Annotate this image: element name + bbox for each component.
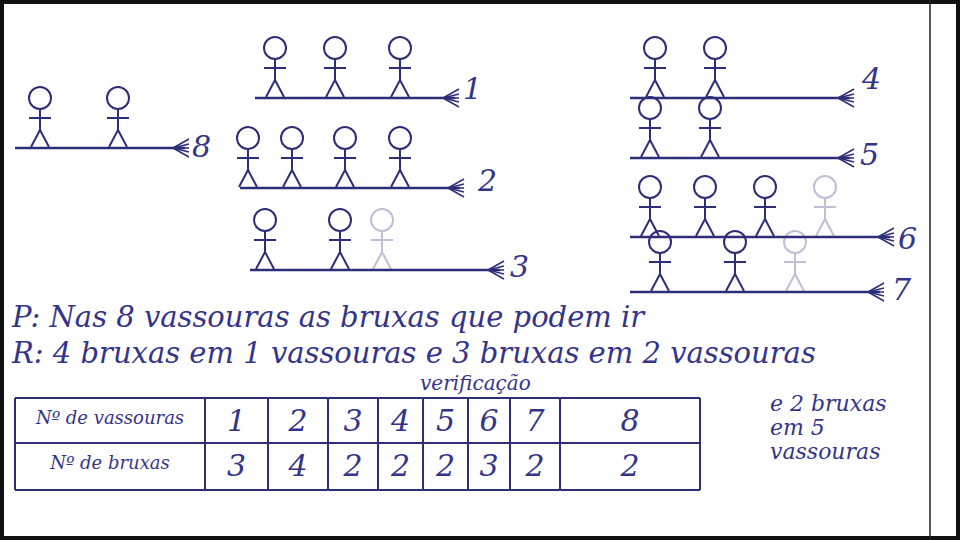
broom-number: 3 <box>510 250 529 283</box>
witch-figure <box>704 37 726 97</box>
witch-figure <box>389 37 411 97</box>
table-cell: 2 <box>268 404 328 437</box>
table-cell: 3 <box>205 449 268 482</box>
broom-number: 7 <box>892 273 911 306</box>
broom-number: 2 <box>478 164 497 197</box>
table-cell: 5 <box>423 404 468 437</box>
table-title: verificação <box>420 372 531 394</box>
table-cell: 3 <box>328 404 378 437</box>
table-cell: 3 <box>468 449 510 482</box>
witch-figure <box>107 87 129 147</box>
witch-figure <box>699 97 721 157</box>
verification-table <box>15 398 700 490</box>
witch-figure <box>649 231 671 291</box>
broom-number: 6 <box>898 222 917 255</box>
witch-figure <box>264 37 286 97</box>
broom-number: 5 <box>860 138 879 171</box>
table-cell: 4 <box>268 449 328 482</box>
broom-number: 8 <box>192 130 211 163</box>
witch-figure <box>389 127 411 187</box>
broom-number: 1 <box>463 72 482 105</box>
broom <box>250 209 504 279</box>
table-cell: 2 <box>328 449 378 482</box>
witch-figure <box>644 37 666 97</box>
witch-figure <box>724 231 746 291</box>
broom <box>630 231 884 301</box>
witch-figure <box>324 37 346 97</box>
broom-number: 4 <box>862 62 881 95</box>
broom <box>255 37 459 107</box>
table-cell: 2 <box>510 449 560 482</box>
witch-figure <box>329 209 351 269</box>
table-cell: 7 <box>510 404 560 437</box>
table-cell: 8 <box>560 404 700 437</box>
table-cell: 4 <box>378 404 423 437</box>
witch-figure <box>281 127 303 187</box>
answer-text: e 2 bruxas em 5 vassouras <box>770 392 920 465</box>
answer-text: P: Nas 8 vassouras as bruxas que podem i… <box>12 302 644 334</box>
table-cell: 2 <box>560 449 700 482</box>
witch-figure <box>639 176 661 236</box>
witch-figure <box>754 176 776 236</box>
table-cell: Nº de vassouras <box>17 408 203 428</box>
table-cell: 6 <box>468 404 510 437</box>
witch-figure <box>694 176 716 236</box>
witch-figure <box>29 87 51 147</box>
table-cell: 2 <box>378 449 423 482</box>
broom <box>237 127 464 197</box>
witch-figure <box>254 209 276 269</box>
witch-figure <box>784 231 806 291</box>
witch-figure <box>334 127 356 187</box>
margin-line <box>929 0 931 540</box>
table-cell: 2 <box>423 449 468 482</box>
broom <box>630 97 854 167</box>
witch-figure <box>639 97 661 157</box>
table-cell: 1 <box>205 404 268 437</box>
answer-text: R: 4 bruxas em 1 vassouras e 3 bruxas em… <box>12 338 816 370</box>
table-cell: Nº de bruxas <box>17 453 203 473</box>
broom <box>15 87 189 157</box>
witch-figure <box>237 127 259 187</box>
witch-figure <box>371 209 393 269</box>
witch-figure <box>814 176 836 236</box>
broom <box>630 37 854 107</box>
